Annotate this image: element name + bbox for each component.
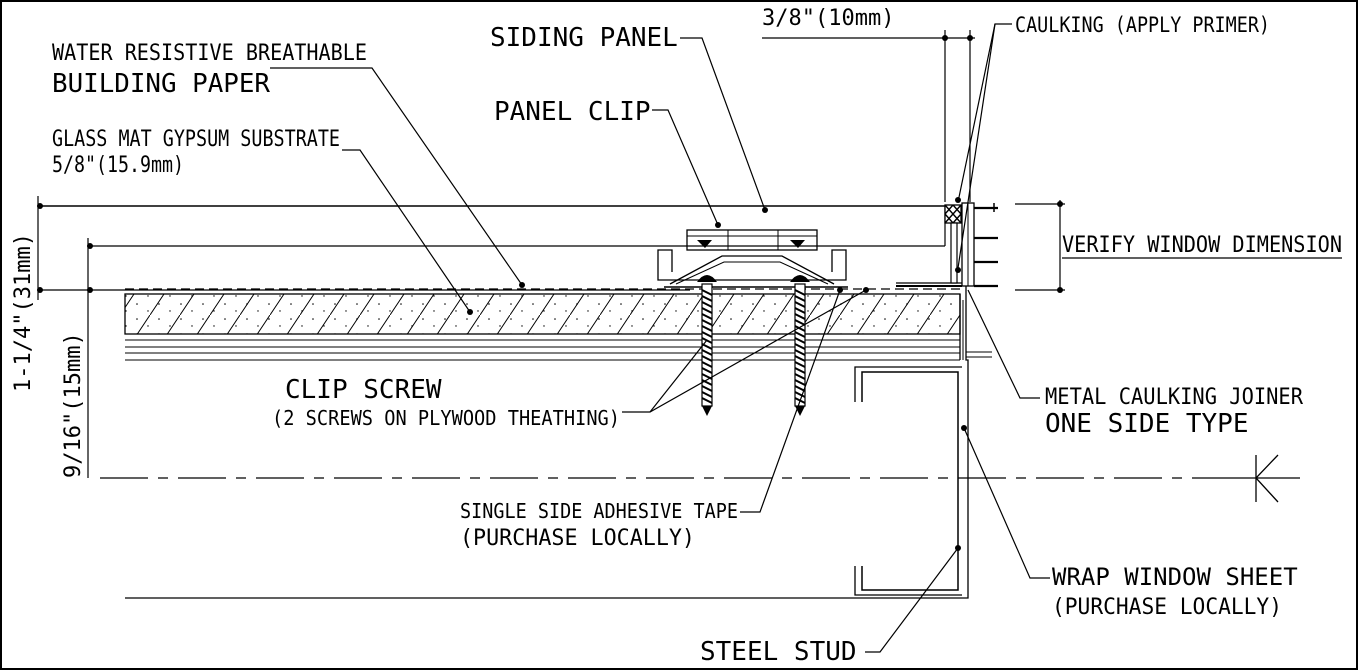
clip-screw-right <box>794 283 806 416</box>
label-metal-caulking-2: ONE SIDE TYPE <box>1045 409 1249 439</box>
label-dim-3-8: 3/8"(10mm) <box>762 6 894 31</box>
label-verify-window: VERIFY WINDOW DIMENSION <box>1062 233 1342 258</box>
label-adhesive-tape-2: (PURCHASE LOCALLY) <box>460 526 695 551</box>
label-clip-screw-1: CLIP SCREW <box>285 375 442 405</box>
gypsum-substrate <box>124 293 961 335</box>
label-dim-9-16: 9/16"(15mm) <box>61 332 86 478</box>
steel-stud <box>854 366 962 596</box>
section-symbol <box>1240 454 1300 503</box>
label-glass-mat-1: GLASS MAT GYPSUM SUBSTRATE <box>52 127 340 152</box>
metal-caulking-joiner <box>896 202 998 288</box>
label-dim-1-1-4: 1-1/4"(31mm) <box>11 233 36 392</box>
clip-screw-left <box>701 283 713 416</box>
label-caulking: CAULKING (APPLY PRIMER) <box>1015 13 1270 37</box>
panel-clip <box>657 229 848 288</box>
label-water-resistive-2: BUILDING PAPER <box>52 69 270 99</box>
label-clip-screw-2: (2 SCREWS ON PLYWOOD THEATHING) <box>272 406 620 430</box>
plywood-sheathing <box>125 294 961 361</box>
label-wrap-window-1: WRAP WINDOW SHEET <box>1052 563 1298 591</box>
dimension-lines <box>37 30 1065 478</box>
label-wrap-window-2: (PURCHASE LOCALLY) <box>1052 595 1282 620</box>
label-adhesive-tape-1: SINGLE SIDE ADHESIVE TAPE <box>460 499 738 523</box>
label-siding-panel: SIDING PANEL <box>490 23 678 53</box>
leader-lines <box>270 23 1050 653</box>
label-glass-mat-2: 5/8"(15.9mm) <box>52 153 184 178</box>
label-water-resistive-1: WATER RESISTIVE BREATHABLE <box>52 41 367 66</box>
label-panel-clip: PANEL CLIP <box>494 97 651 127</box>
siding-panel-section <box>38 205 946 291</box>
label-metal-caulking-1: METAL CAULKING JOINER <box>1045 385 1304 410</box>
label-steel-stud: STEEL STUD <box>700 637 857 667</box>
